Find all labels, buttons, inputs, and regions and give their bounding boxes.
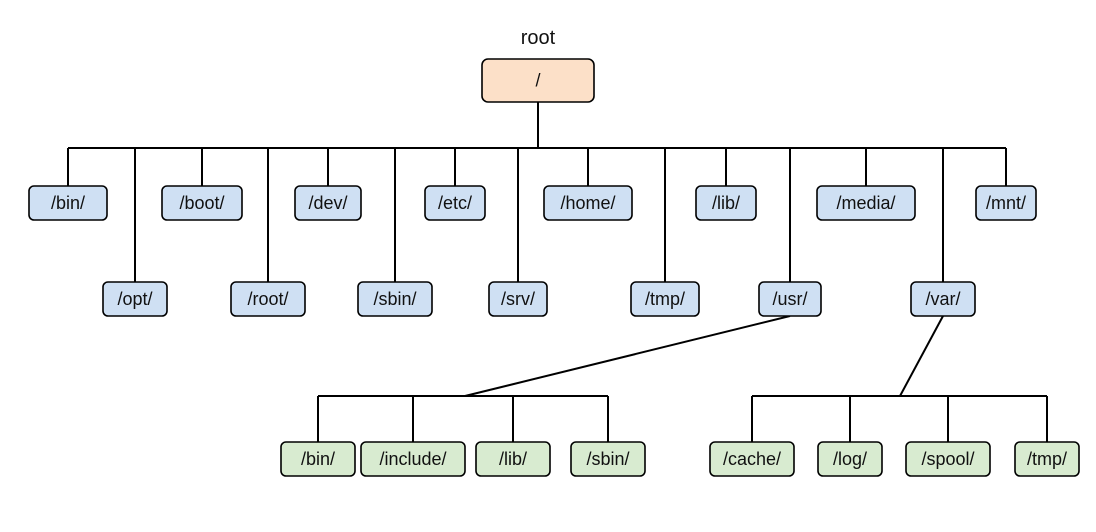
top-level-directories: /bin/ /opt/ /boot/ /root/ /dev/ /sbin/ /etc/ /s… bbox=[28, 185, 1037, 317]
node-top-tmp-label: /tmp/ bbox=[645, 289, 685, 309]
var-subdirectories: /cache/ /log/ /spool/ /tmp/ bbox=[709, 441, 1080, 477]
node-top-usr-label: /usr/ bbox=[772, 289, 807, 309]
node-top-home: /home/ bbox=[543, 185, 633, 221]
node-top-bin: /bin/ bbox=[28, 185, 108, 221]
node-top-mnt-label: /mnt/ bbox=[986, 193, 1026, 213]
node-top-opt-label: /opt/ bbox=[117, 289, 152, 309]
node-top-root-label: /root/ bbox=[247, 289, 288, 309]
node-usr-lib-label: /lib/ bbox=[499, 449, 527, 469]
node-top-media: /media/ bbox=[816, 185, 916, 221]
node-top-opt-box bbox=[102, 281, 168, 317]
node-top-lib: /lib/ bbox=[695, 185, 757, 221]
node-usr-bin-box bbox=[280, 441, 356, 477]
node-usr-include-label: /include/ bbox=[379, 449, 446, 469]
node-top-media-box bbox=[816, 185, 916, 221]
node-top-mnt-box bbox=[975, 185, 1037, 221]
node-root: / bbox=[481, 58, 595, 103]
node-usr-bin: /bin/ bbox=[280, 441, 356, 477]
node-var-log-box bbox=[817, 441, 883, 477]
node-var-tmp-label: /tmp/ bbox=[1027, 449, 1067, 469]
usr-subdirectories: /bin/ /include/ /lib/ /sbin/ bbox=[280, 441, 646, 477]
tree-connectors bbox=[67, 102, 1048, 442]
node-usr-sbin: /sbin/ bbox=[570, 441, 646, 477]
node-top-opt: /opt/ bbox=[102, 281, 168, 317]
node-top-usr-box bbox=[758, 281, 822, 317]
node-usr-sbin-box bbox=[570, 441, 646, 477]
node-var-spool-label: /spool/ bbox=[921, 449, 974, 469]
node-top-bin-label: /bin/ bbox=[51, 193, 85, 213]
node-top-mnt: /mnt/ bbox=[975, 185, 1037, 221]
root-caption: root bbox=[521, 27, 556, 49]
node-top-boot-box bbox=[161, 185, 243, 221]
node-var-cache-label: /cache/ bbox=[723, 449, 781, 469]
node-top-boot-label: /boot/ bbox=[179, 193, 224, 213]
node-top-home-label: /home/ bbox=[560, 193, 615, 213]
node-var-spool-box bbox=[905, 441, 991, 477]
node-top-srv-box bbox=[488, 281, 548, 317]
edge-usr-diagonal bbox=[464, 315, 791, 397]
node-var-cache-box bbox=[709, 441, 795, 477]
node-top-dev: /dev/ bbox=[294, 185, 362, 221]
node-var-spool: /spool/ bbox=[905, 441, 991, 477]
node-usr-lib: /lib/ bbox=[475, 441, 551, 477]
node-top-usr: /usr/ bbox=[758, 281, 822, 317]
node-var-log-label: /log/ bbox=[833, 449, 867, 469]
node-top-bin-box bbox=[28, 185, 108, 221]
node-top-var: /var/ bbox=[910, 281, 976, 317]
node-usr-bin-label: /bin/ bbox=[301, 449, 335, 469]
node-top-sbin-box bbox=[357, 281, 433, 317]
node-top-tmp: /tmp/ bbox=[630, 281, 700, 317]
node-usr-lib-box bbox=[475, 441, 551, 477]
node-usr-include: /include/ bbox=[360, 441, 466, 477]
node-usr-include-box bbox=[360, 441, 466, 477]
node-top-dev-label: /dev/ bbox=[308, 193, 347, 213]
node-var-tmp-box bbox=[1014, 441, 1080, 477]
node-top-dev-box bbox=[294, 185, 362, 221]
node-var-cache: /cache/ bbox=[709, 441, 795, 477]
node-top-etc: /etc/ bbox=[424, 185, 486, 221]
node-top-srv-label: /srv/ bbox=[501, 289, 535, 309]
node-top-root: /root/ bbox=[230, 281, 306, 317]
node-top-etc-label: /etc/ bbox=[438, 193, 472, 213]
node-root-label: / bbox=[535, 71, 540, 91]
node-var-log: /log/ bbox=[817, 441, 883, 477]
edge-var-diagonal bbox=[899, 315, 944, 397]
node-top-root-box bbox=[230, 281, 306, 317]
node-top-boot: /boot/ bbox=[161, 185, 243, 221]
node-top-sbin: /sbin/ bbox=[357, 281, 433, 317]
node-usr-sbin-label: /sbin/ bbox=[586, 449, 629, 469]
node-top-var-box bbox=[910, 281, 976, 317]
node-top-srv: /srv/ bbox=[488, 281, 548, 317]
node-top-lib-box bbox=[695, 185, 757, 221]
node-top-lib-label: /lib/ bbox=[712, 193, 740, 213]
node-top-var-label: /var/ bbox=[925, 289, 960, 309]
node-top-sbin-label: /sbin/ bbox=[373, 289, 416, 309]
node-top-tmp-box bbox=[630, 281, 700, 317]
node-root-box bbox=[481, 58, 595, 103]
node-top-etc-box bbox=[424, 185, 486, 221]
node-top-media-label: /media/ bbox=[836, 193, 895, 213]
node-top-home-box bbox=[543, 185, 633, 221]
node-var-tmp: /tmp/ bbox=[1014, 441, 1080, 477]
